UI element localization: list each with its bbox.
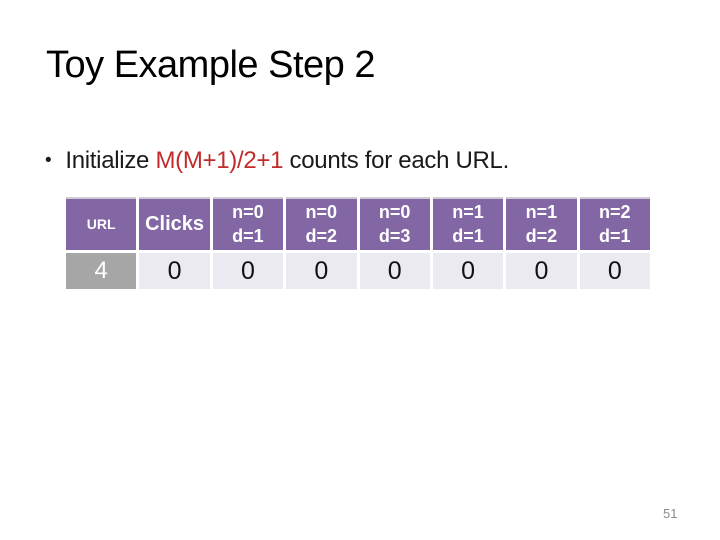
- table-cell-clicks: 0: [139, 253, 210, 289]
- column-header-line2: d=2: [305, 225, 338, 246]
- column-header-line1: n=0: [305, 202, 338, 223]
- column-header-n0-d3: n=0 d=3: [359, 197, 430, 250]
- column-header-clicks: Clicks: [139, 197, 210, 250]
- column-header-label: Clicks: [145, 212, 205, 235]
- column-header-line2: d=1: [232, 225, 264, 246]
- column-header-line2: d=3: [378, 225, 411, 246]
- column-header-line2: d=1: [599, 225, 631, 246]
- column-header-line1: n=1: [525, 202, 558, 223]
- column-header-line1: n=1: [452, 202, 484, 223]
- counts-table: URL Clicks n=0 d=1 n=0 d=2 n=0 d=3 n=1 d…: [66, 197, 650, 289]
- bullet-text-suffix: counts for each URL.: [283, 147, 510, 174]
- column-header-n1-d2: n=1 d=2: [506, 197, 577, 250]
- table-cell-n1-d2: 0: [506, 253, 577, 289]
- table-cell-n0-d1: 0: [212, 253, 284, 289]
- column-header-n0-d2: n=0 d=2: [286, 197, 357, 250]
- bullet-formula-highlight: M(M+1)/2+1: [155, 147, 284, 174]
- column-header-line2: d=1: [452, 225, 484, 246]
- page-number: 51: [663, 506, 678, 521]
- slide-title: Toy Example Step 2: [46, 44, 375, 86]
- bullet-line: • Initialize M(M+1)/2+1 counts for each U…: [45, 147, 509, 175]
- bullet-text-prefix: Initialize: [65, 147, 156, 174]
- column-header-line1: n=0: [232, 202, 264, 223]
- column-header-line1: n=2: [599, 202, 631, 223]
- column-header-n0-d1: n=0 d=1: [212, 197, 284, 250]
- column-header-line1: n=0: [378, 202, 411, 223]
- column-header-url: URL: [66, 197, 137, 250]
- column-header-line2: d=2: [525, 225, 558, 246]
- table-cell-n1-d1: 0: [432, 253, 504, 289]
- table-cell-url: 4: [66, 253, 137, 289]
- column-header-label: URL: [86, 215, 116, 232]
- column-header-n2-d1: n=2 d=1: [579, 197, 650, 250]
- bullet-icon: •: [45, 150, 52, 171]
- column-header-n1-d1: n=1 d=1: [432, 197, 504, 250]
- table-cell-n2-d1: 0: [579, 253, 650, 289]
- table-cell-n0-d2: 0: [286, 253, 357, 289]
- table-cell-n0-d3: 0: [359, 253, 430, 289]
